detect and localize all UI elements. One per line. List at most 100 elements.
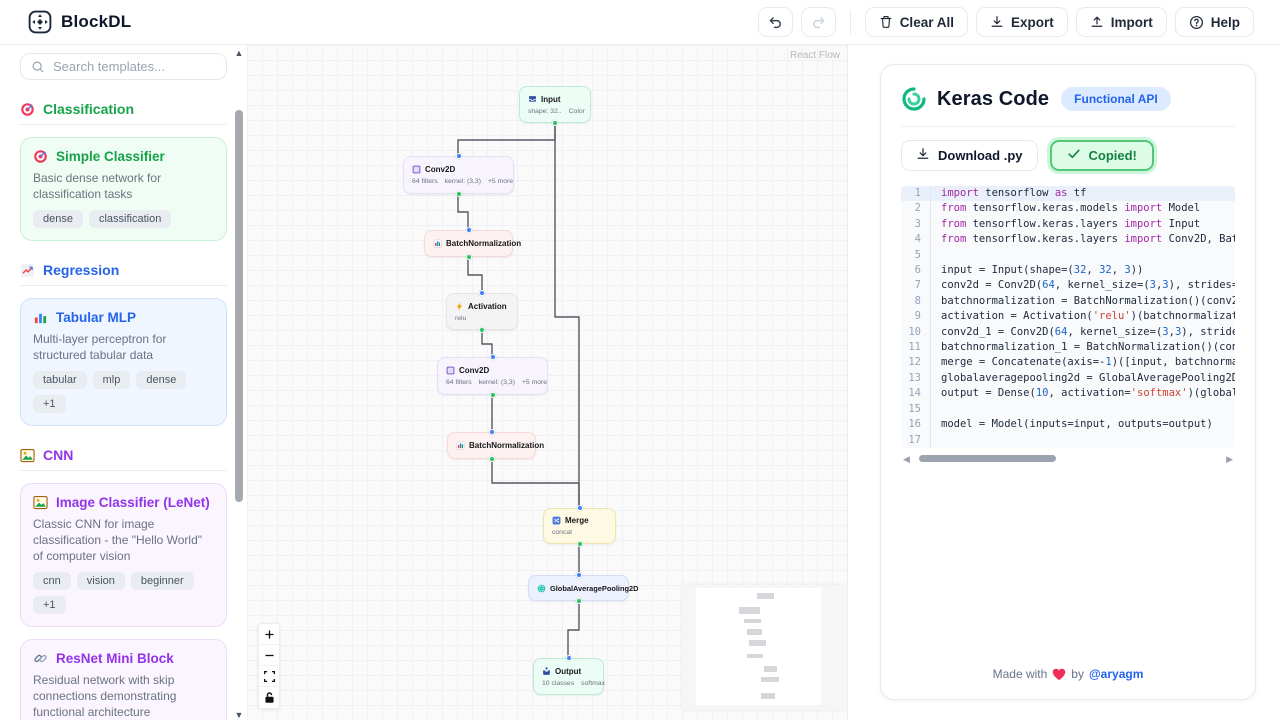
help-button[interactable]: Help <box>1174 7 1254 37</box>
flow-edge-8[interactable] <box>567 603 580 656</box>
export-button[interactable]: Export <box>975 7 1068 37</box>
author-link[interactable]: @aryagm <box>1088 667 1144 681</box>
tag-1: +1 <box>33 596 66 614</box>
code-scrollbar-thumb[interactable] <box>919 454 1056 462</box>
input-handle-merge[interactable] <box>576 505 583 511</box>
section-header-cnn: CNN <box>20 447 227 471</box>
search-input[interactable] <box>53 59 229 74</box>
code-text: activation = Activation('relu')(batchnor… <box>941 310 1235 323</box>
code-text: batchnormalization = BatchNormalization(… <box>941 294 1235 307</box>
template-card-image-classifier-lenet-[interactable]: Image Classifier (LeNet)Classic CNN for … <box>20 483 227 627</box>
scroll-right-icon[interactable]: ▶ <box>1226 453 1233 464</box>
input-handle-conv2d_1[interactable] <box>489 354 496 360</box>
output-handle-input[interactable] <box>552 120 558 126</box>
scroll-down-icon[interactable]: ▼ <box>234 710 244 720</box>
scroll-up-icon[interactable]: ▲ <box>234 48 244 58</box>
flow-edge-0[interactable] <box>457 124 556 154</box>
output-handle-activation[interactable] <box>479 327 485 333</box>
target-icon <box>20 102 35 117</box>
output-handle-batchnormalization[interactable] <box>465 254 472 260</box>
node-label: Input <box>541 94 561 104</box>
fit-view-button[interactable] <box>259 666 279 687</box>
scroll-left-icon[interactable]: ◀ <box>903 453 910 464</box>
node-param: 64 filters <box>446 379 472 386</box>
template-search[interactable] <box>20 53 229 80</box>
undo-button[interactable] <box>757 7 793 37</box>
minimap[interactable] <box>682 585 847 710</box>
node-activation[interactable]: Activation relu <box>446 293 518 330</box>
flow-edge-3[interactable] <box>467 259 483 291</box>
sidebar-scrollbar-track[interactable] <box>233 58 245 710</box>
panel-header: Keras Code Functional API <box>901 86 1235 112</box>
flow-edge-2[interactable] <box>457 196 469 228</box>
redo-button[interactable] <box>800 7 836 37</box>
line-number: 2 <box>901 201 931 217</box>
input-handle-conv2d[interactable] <box>455 153 462 159</box>
download-py-button[interactable]: Download .py <box>901 140 1038 171</box>
node-params: relu <box>455 315 509 322</box>
flow-edge-4[interactable] <box>481 332 493 355</box>
input-handle-globalaveragepooling2d[interactable] <box>575 572 582 578</box>
line-number: 8 <box>901 293 931 310</box>
copied-button[interactable]: Copied! <box>1049 140 1154 171</box>
node-param: shape: 32.. <box>528 107 562 115</box>
functional-api-badge: Functional API <box>1061 87 1171 111</box>
node-globalaveragepooling2d[interactable]: GlobalAveragePooling2D <box>528 575 638 601</box>
output-handle-conv2d_1[interactable] <box>489 392 496 398</box>
sidebar-scrollbar-thumb[interactable] <box>235 110 243 502</box>
node-label: Conv2D <box>425 165 456 174</box>
zoom-in-button[interactable] <box>259 624 279 645</box>
clear-all-button[interactable]: Clear All <box>864 7 968 37</box>
panel-footer: Made with by @aryagm <box>901 667 1235 683</box>
tag-vision: vision <box>76 572 125 590</box>
input-handle-batchnormalization_1[interactable] <box>488 429 495 435</box>
node-batchnormalization_1[interactable]: BatchNormalization <box>447 432 544 459</box>
input-handle-output[interactable] <box>565 655 572 661</box>
code-horizontal-scrollbar[interactable]: ◀ ▶ <box>901 453 1235 465</box>
tag-classification: classification <box>88 210 172 228</box>
template-description: Residual network with skip connections d… <box>33 673 177 719</box>
node-batchnormalization[interactable]: BatchNormalization <box>424 230 521 257</box>
undo-icon <box>768 15 783 30</box>
lock-button[interactable] <box>259 687 279 708</box>
flow-edge-6[interactable] <box>491 461 580 506</box>
line-number: 9 <box>901 309 931 325</box>
zoom-out-button[interactable] <box>259 645 279 666</box>
minimap-viewport[interactable] <box>696 588 821 705</box>
output-handle-conv2d[interactable] <box>455 191 462 197</box>
minimap-node <box>749 640 766 646</box>
import-button[interactable]: Import <box>1075 7 1167 37</box>
bn-chart-icon <box>456 441 465 450</box>
input-handle-activation[interactable] <box>479 290 485 296</box>
code-text: globalaveragepooling2d = GlobalAveragePo… <box>941 371 1235 384</box>
code-text: from tensorflow.keras.layers import Conv… <box>941 233 1235 246</box>
output-handle-batchnormalization_1[interactable] <box>488 456 495 462</box>
output-handle-merge[interactable] <box>576 541 583 547</box>
sidebar-scrollbar[interactable]: ▲ ▼ <box>233 48 245 720</box>
node-label: Activation <box>468 301 507 311</box>
input-handle-batchnormalization[interactable] <box>465 227 472 233</box>
picture-icon <box>33 495 48 510</box>
output-handle-globalaveragepooling2d[interactable] <box>575 598 582 604</box>
upload-icon <box>1090 15 1104 29</box>
flow-edge-1[interactable] <box>554 124 580 506</box>
code-text <box>931 433 1235 448</box>
